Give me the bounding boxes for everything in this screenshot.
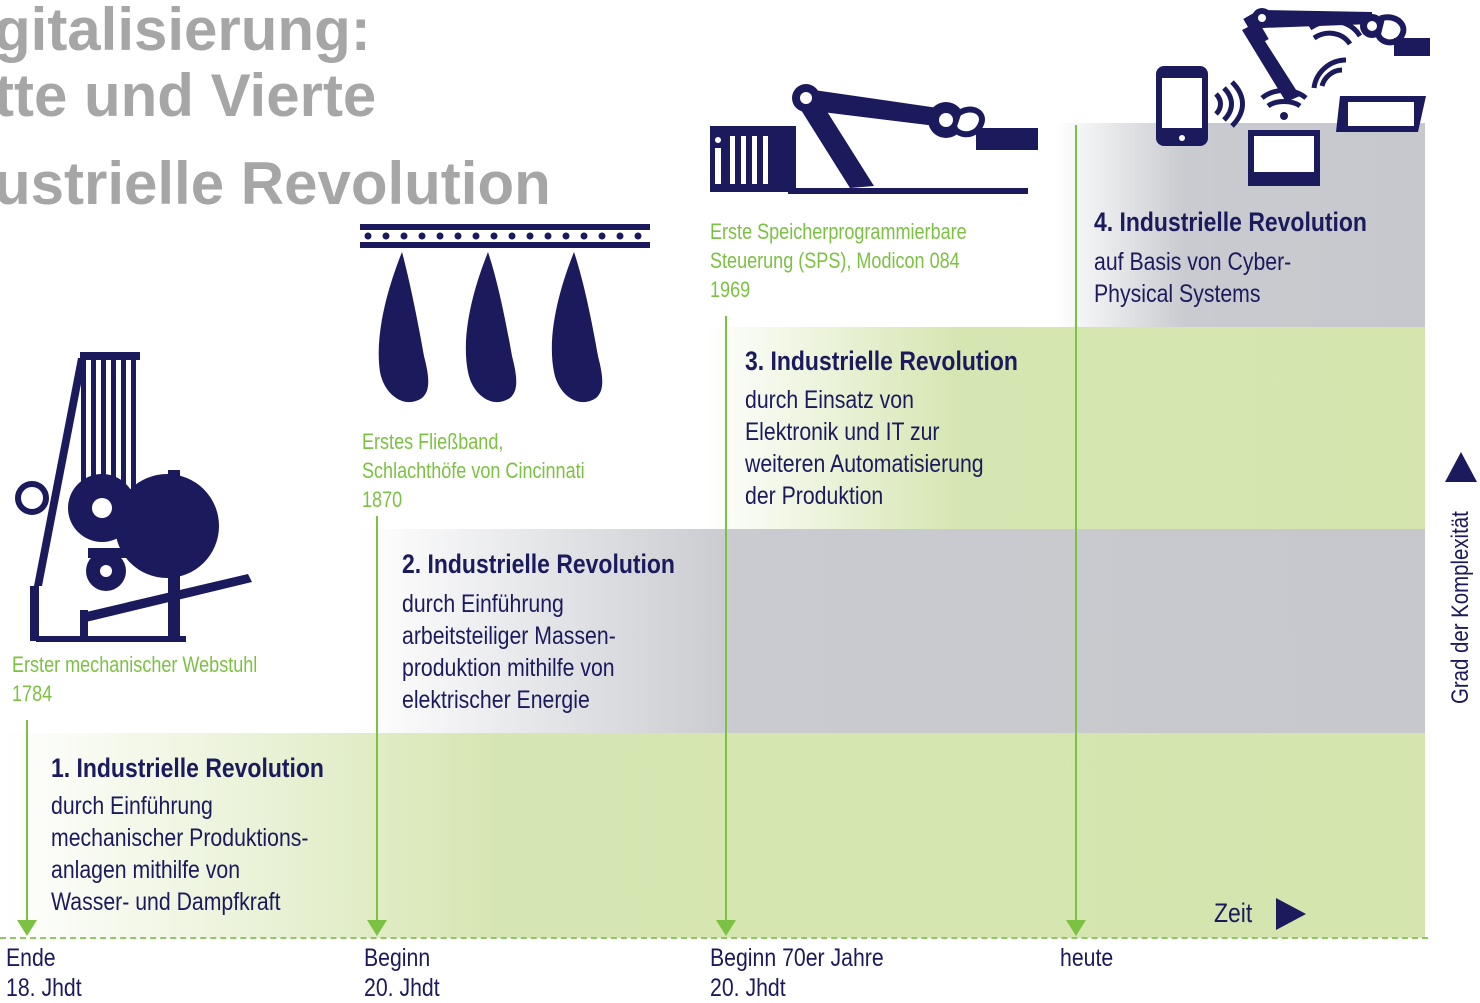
era-2-body: durch Einführung arbeitsteiliger Massen-… bbox=[402, 588, 616, 716]
era-4-body-line: Physical Systems bbox=[1094, 280, 1261, 308]
x-axis-arrow-icon bbox=[1276, 898, 1306, 930]
time-label-era-2: Beginn 20. Jhdt bbox=[364, 943, 440, 1003]
y-axis-arrow-icon bbox=[1445, 452, 1477, 482]
time-label-era-1-line-2: 18. Jhdt bbox=[6, 974, 82, 1002]
time-label-era-2-line-1: Beginn bbox=[364, 944, 431, 972]
timeline-arrow-2 bbox=[367, 920, 387, 936]
era-4-body-line: auf Basis von Cyber- bbox=[1094, 248, 1292, 276]
connected-devices-icon bbox=[1156, 8, 1430, 186]
caption-era-2-year: 1870 bbox=[362, 487, 403, 512]
assembly-line-icon bbox=[360, 224, 650, 403]
caption-era-3-line-2: Steuerung (SPS), Modicon 084 bbox=[710, 248, 960, 273]
era-2-body-line: arbeitsteiliger Massen- bbox=[402, 622, 616, 650]
timeline-marker-3 bbox=[725, 316, 727, 920]
caption-era-3-line-1: Erste Speicherprogrammierbare bbox=[710, 219, 967, 244]
time-label-era-3-line-2: 20. Jhdt bbox=[710, 974, 786, 1002]
era-4-body: auf Basis von Cyber- Physical Systems bbox=[1094, 246, 1291, 310]
era-1-title: 1. Industrielle Revolution bbox=[51, 753, 324, 783]
caption-era-3: Erste Speicherprogrammierbare Steuerung … bbox=[710, 217, 967, 304]
era-2-body-line: produktion mithilfe von bbox=[402, 654, 615, 682]
era-2-title: 2. Industrielle Revolution bbox=[402, 549, 675, 579]
loom-icon bbox=[15, 352, 252, 642]
era-4-title: 4. Industrielle Revolution bbox=[1094, 207, 1367, 237]
time-label-era-1-line-1: Ende bbox=[6, 944, 56, 972]
era-2-body-line: elektrischer Energie bbox=[402, 686, 590, 714]
y-axis-label-wrap: Grad der Komplexität bbox=[1446, 494, 1476, 704]
caption-era-1: Erster mechanischer Webstuhl 1784 bbox=[12, 650, 257, 708]
timeline-marker-4 bbox=[1075, 125, 1077, 920]
title-line-3: ustrielle Revolution bbox=[0, 150, 551, 217]
era-1-body-line: Wasser- und Dampfkraft bbox=[51, 888, 281, 916]
timeline-marker-1 bbox=[26, 720, 28, 920]
timeline-arrow-4 bbox=[1066, 920, 1086, 936]
era-1-body-line: mechanischer Produktions- bbox=[51, 824, 309, 852]
timeline-arrow-3 bbox=[716, 920, 736, 936]
robot-arm-plc-icon bbox=[710, 84, 1038, 194]
time-axis-line bbox=[0, 937, 1428, 939]
era-2-body-line: durch Einführung bbox=[402, 590, 564, 618]
title-line-1: gitalisierung: bbox=[0, 0, 371, 63]
era-3-body-line: der Produktion bbox=[745, 482, 884, 510]
time-label-era-1: Ende 18. Jhdt bbox=[6, 943, 82, 1003]
x-axis-label: Zeit bbox=[1214, 898, 1253, 928]
caption-era-1-year: 1784 bbox=[12, 681, 53, 706]
era-3-body-line: durch Einsatz von bbox=[745, 386, 914, 414]
caption-era-2-line-2: Schlachthöfe von Cincinnati bbox=[362, 458, 585, 483]
era-1-body: durch Einführung mechanischer Produktion… bbox=[51, 790, 308, 918]
era-3-body: durch Einsatz von Elektronik und IT zur … bbox=[745, 384, 984, 512]
band-era-2 bbox=[360, 529, 1425, 733]
band-era-4 bbox=[1055, 123, 1425, 327]
era-3-title: 3. Industrielle Revolution bbox=[745, 346, 1018, 376]
time-label-era-4-line-1: heute bbox=[1060, 944, 1114, 972]
y-axis-label: Grad der Komplexität bbox=[1447, 511, 1474, 704]
band-era-1 bbox=[0, 733, 1425, 938]
caption-era-2-line-1: Erstes Fließband, bbox=[362, 429, 504, 454]
timeline-arrow-1 bbox=[17, 920, 37, 936]
time-label-era-3-line-1: Beginn 70er Jahre bbox=[710, 944, 884, 972]
caption-era-3-year: 1969 bbox=[710, 277, 751, 302]
caption-era-2: Erstes Fließband, Schlachthöfe von Cinci… bbox=[362, 427, 585, 514]
era-1-body-line: durch Einführung bbox=[51, 792, 213, 820]
era-1-body-line: anlagen mithilfe von bbox=[51, 856, 241, 884]
era-3-body-line: weiteren Automatisierung bbox=[745, 450, 984, 478]
era-3-body-line: Elektronik und IT zur bbox=[745, 418, 940, 446]
time-label-era-3: Beginn 70er Jahre 20. Jhdt bbox=[710, 943, 884, 1003]
time-label-era-4: heute bbox=[1060, 943, 1113, 973]
timeline-marker-2 bbox=[376, 516, 378, 920]
title-line-2: tte und Vierte bbox=[0, 62, 377, 129]
time-label-era-2-line-2: 20. Jhdt bbox=[364, 974, 440, 1002]
band-era-3 bbox=[705, 327, 1425, 529]
caption-era-1-line-1: Erster mechanischer Webstuhl bbox=[12, 652, 258, 677]
